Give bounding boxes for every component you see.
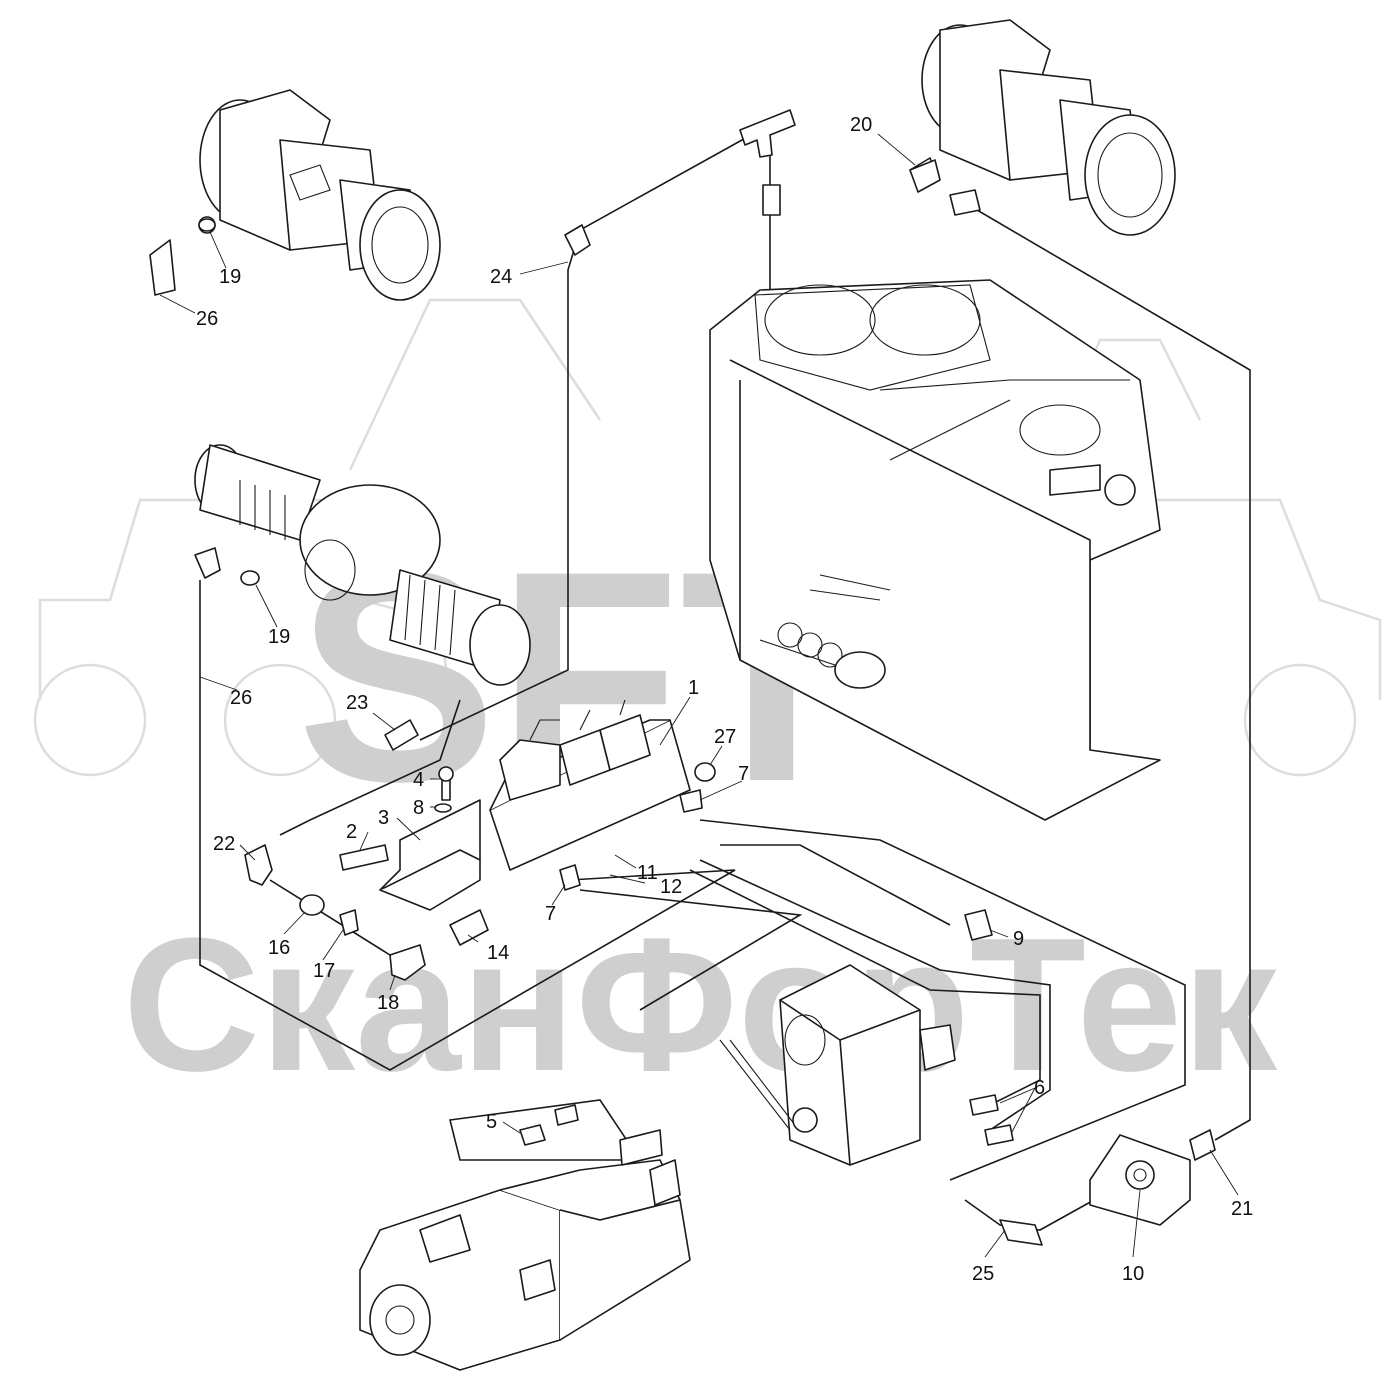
hydraulic-tank — [709, 279, 1161, 821]
callout-26a: 26 — [196, 308, 218, 330]
callout-26b: 26 — [230, 687, 252, 709]
hydraulic-motor-top-right — [909, 19, 1176, 236]
pipe-bracket-left — [279, 699, 461, 836]
callout-3: 3 — [378, 807, 389, 829]
pump-control-unit — [719, 964, 956, 1166]
callout-2: 2 — [346, 821, 357, 843]
pipe-26-left — [199, 580, 736, 1071]
drive-shaft-assembly — [194, 444, 531, 686]
hydraulic-motor-top-left — [149, 89, 441, 301]
control-valve-block — [489, 699, 691, 871]
callout-18: 18 — [377, 992, 399, 1014]
pipe-right-2 — [720, 844, 951, 926]
callout-19b: 19 — [268, 626, 290, 648]
watermark-company: СканФорТек — [123, 899, 1278, 1111]
callout-14: 14 — [487, 942, 509, 964]
callout-22: 22 — [213, 833, 235, 855]
callout-1: 1 — [688, 677, 699, 699]
bracket — [379, 799, 481, 911]
callout-6: 6 — [1034, 1077, 1045, 1099]
leader-lines — [159, 133, 1239, 1258]
callout-21: 21 — [1231, 1198, 1253, 1220]
callout-25: 25 — [972, 1263, 994, 1285]
callout-9: 9 — [1013, 928, 1024, 950]
pipe-to-18 — [269, 879, 391, 956]
callout-labels: 1 2 3 4 5 6 7 7 8 9 10 11 12 14 16 17 18… — [196, 114, 1253, 1285]
mounting-plate — [1089, 1134, 1191, 1226]
callout-27: 27 — [714, 726, 736, 748]
hydraulic-lines — [199, 129, 1251, 1231]
pipe-right-3 — [699, 859, 1051, 1131]
callout-16: 16 — [268, 937, 290, 959]
callout-19a: 19 — [219, 266, 241, 288]
fittings — [194, 109, 1216, 1246]
callout-4: 4 — [413, 769, 424, 791]
callout-7a: 7 — [738, 763, 749, 785]
pipe-right-4 — [689, 869, 1041, 1111]
callout-12: 12 — [660, 876, 682, 898]
callout-24: 24 — [490, 266, 512, 288]
callout-8: 8 — [413, 797, 424, 819]
callout-17: 17 — [313, 960, 335, 982]
callout-20: 20 — [850, 114, 872, 136]
callout-23: 23 — [346, 692, 368, 714]
hydraulic-pump — [359, 1129, 691, 1371]
pipe-20-21 — [959, 199, 1251, 1141]
pipe-24 — [419, 129, 761, 741]
pipe-right-1 — [699, 819, 1186, 1181]
callout-5: 5 — [486, 1111, 497, 1133]
pipe-12 — [579, 889, 803, 1011]
callout-11: 11 — [637, 862, 658, 884]
callout-7b: 7 — [545, 903, 556, 925]
callout-10: 10 — [1122, 1263, 1144, 1285]
